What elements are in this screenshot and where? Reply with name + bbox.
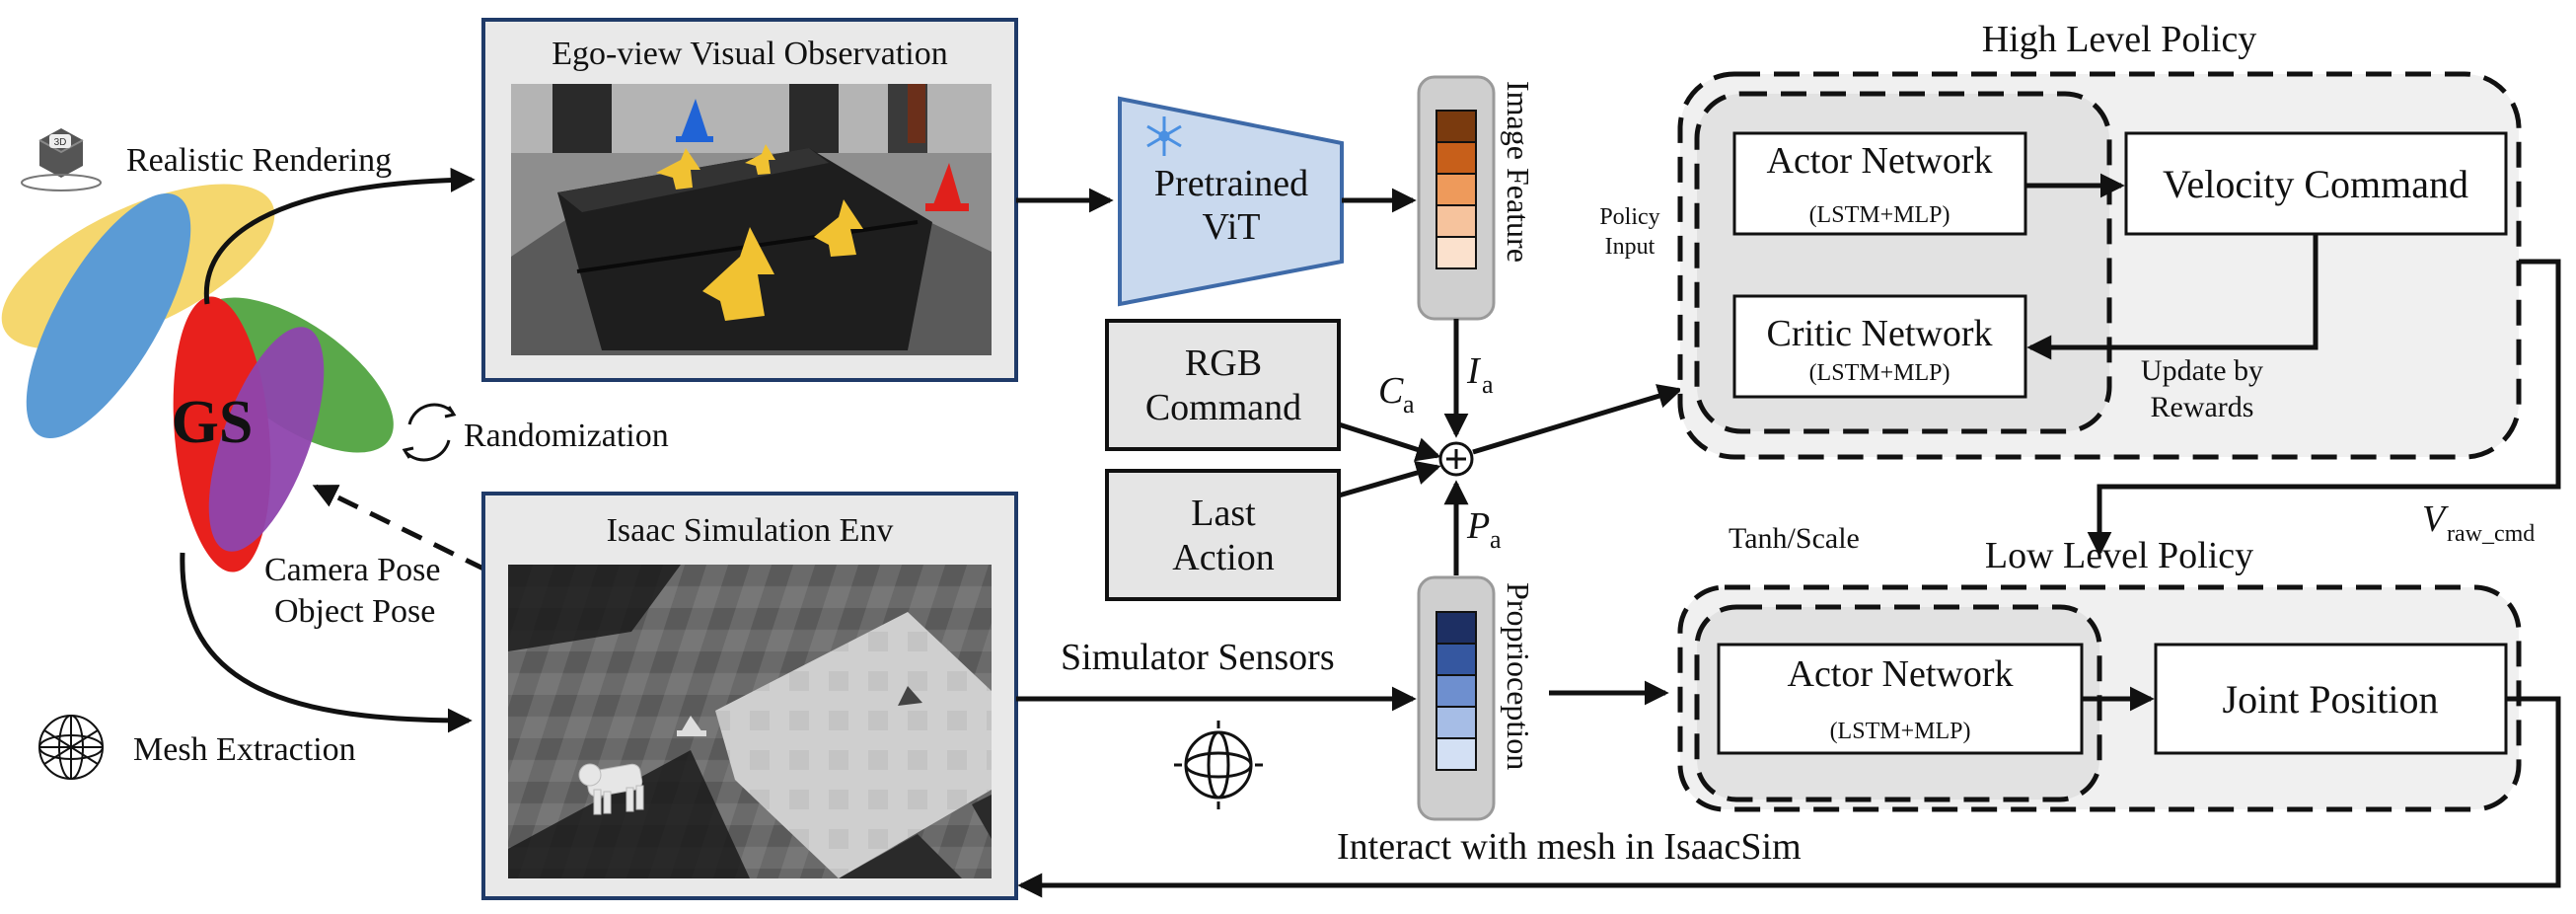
- hl-actor-label: Actor Network: [1767, 140, 1993, 182]
- low-level-title: Low Level Policy: [1985, 535, 2253, 576]
- hl-critic-label: Critic Network: [1766, 313, 1992, 354]
- snowflake-icon: [1146, 116, 1182, 156]
- ll-actor-sublabel: (LSTM+MLP): [1830, 719, 1971, 744]
- pretrained-vit-block: Pretrained ViT: [1118, 96, 1344, 307]
- policy-input-line2: Input: [1605, 234, 1656, 260]
- isaac-sim-title: Isaac Simulation Env: [607, 512, 894, 549]
- rgb-command-box: RGB Command: [1105, 319, 1341, 451]
- randomization-label: Randomization: [464, 418, 669, 454]
- refresh-icon: [402, 403, 457, 462]
- isaac-sim-image: [508, 565, 992, 878]
- last-to-sum-arrow: [1338, 460, 1441, 498]
- rgb-to-sum-arrow: [1338, 421, 1441, 462]
- gaussian-splatting-logo: GS: [1, 184, 394, 572]
- joint-position-label: Joint Position: [2223, 677, 2439, 722]
- tanh-scale-label: Tanh/Scale: [1729, 522, 1860, 555]
- update-rewards-line2: Rewards: [2151, 391, 2254, 423]
- joint-to-isaac-arrow: [1017, 696, 2561, 898]
- gyroscope-icon: [1174, 721, 1263, 809]
- pa-subscript: a: [1490, 525, 1502, 554]
- image-feature-cell: [1435, 204, 1477, 238]
- concat-sum-node: [1438, 441, 1474, 477]
- svg-text:3D: 3D: [54, 137, 67, 148]
- update-rewards-line1: Update by: [2141, 354, 2263, 387]
- hl-actor-network-box: Actor Network (LSTM+MLP): [1732, 131, 2027, 236]
- joint-position-box: Joint Position: [2154, 643, 2508, 755]
- policy-input-line1: Policy: [1599, 204, 1659, 230]
- last-action-line2: Action: [1172, 537, 1274, 578]
- pa-symbol: P: [1466, 505, 1490, 547]
- proprio-cell: [1435, 674, 1477, 708]
- v-raw-cmd-subscript: raw_cmd: [2447, 521, 2535, 547]
- robot-dog-shape: [578, 763, 644, 815]
- gs-logo-text: GS: [172, 389, 254, 456]
- simulator-sensors-label: Simulator Sensors: [1061, 637, 1335, 678]
- image-feature-label: Image Feature: [1501, 81, 1536, 263]
- ego-view-image: [511, 84, 992, 355]
- 3d-cube-icon: 3D: [21, 128, 102, 191]
- ego-view-title: Ego-view Visual Observation: [552, 36, 947, 72]
- hl-critic-sublabel: (LSTM+MLP): [1809, 360, 1950, 386]
- isaac-sim-panel: Isaac Simulation Env: [481, 492, 1018, 900]
- image-feature-cell: [1435, 110, 1477, 143]
- high-level-title: High Level Policy: [1982, 19, 2257, 60]
- mesh-arrow: [180, 552, 473, 733]
- ego-view-panel: Ego-view Visual Observation: [481, 18, 1018, 382]
- vit-label-line1: Pretrained: [1154, 163, 1308, 204]
- sum-to-high-level-arrow: [1472, 384, 1683, 455]
- hl-actor-sublabel: (LSTM+MLP): [1809, 202, 1950, 228]
- rendering-arrow: [203, 167, 476, 305]
- image-feature-cell: [1435, 173, 1477, 206]
- object-pose-label: Object Pose: [274, 593, 435, 630]
- proprio-cell: [1435, 737, 1477, 771]
- interact-mesh-label: Interact with mesh in IsaacSim: [1337, 826, 1802, 868]
- rgb-command-line1: RGB: [1185, 343, 1262, 384]
- ca-symbol: C: [1378, 370, 1404, 412]
- pose-feedback-arrow: [312, 484, 487, 572]
- camera-pose-label: Camera Pose: [264, 552, 440, 588]
- reward-update-arrow: [2026, 234, 2318, 360]
- last-action-box: Last Action: [1105, 469, 1341, 601]
- proprio-cell: [1435, 643, 1477, 676]
- realistic-rendering-label: Realistic Rendering: [126, 142, 392, 179]
- velocity-command-label: Velocity Command: [2163, 162, 2468, 206]
- proprioception-label: Proprioception: [1501, 582, 1536, 770]
- proprio-cell: [1435, 611, 1477, 645]
- rgb-command-line2: Command: [1145, 387, 1301, 428]
- ca-subscript: a: [1403, 390, 1415, 419]
- ia-symbol: I: [1466, 350, 1482, 392]
- mesh-sphere-icon: [38, 715, 104, 780]
- velocity-to-low-level-arrow: [2087, 259, 2561, 557]
- mesh-extraction-label: Mesh Extraction: [133, 731, 356, 768]
- proprio-cell: [1435, 706, 1477, 739]
- proprioception-column: [1417, 575, 1496, 821]
- image-feature-cell: [1435, 141, 1477, 175]
- ia-subscript: a: [1482, 370, 1494, 399]
- velocity-command-box: Velocity Command: [2124, 131, 2508, 236]
- ll-actor-network-box: Actor Network (LSTM+MLP): [1717, 643, 2084, 755]
- vit-label-line2: ViT: [1203, 206, 1261, 248]
- image-feature-cell: [1435, 236, 1477, 269]
- last-action-line1: Last: [1191, 493, 1256, 534]
- ll-actor-label: Actor Network: [1788, 653, 2014, 695]
- v-raw-cmd-symbol: V: [2422, 498, 2449, 540]
- image-feature-column: [1417, 75, 1496, 321]
- hl-critic-network-box: Critic Network (LSTM+MLP): [1732, 294, 2027, 399]
